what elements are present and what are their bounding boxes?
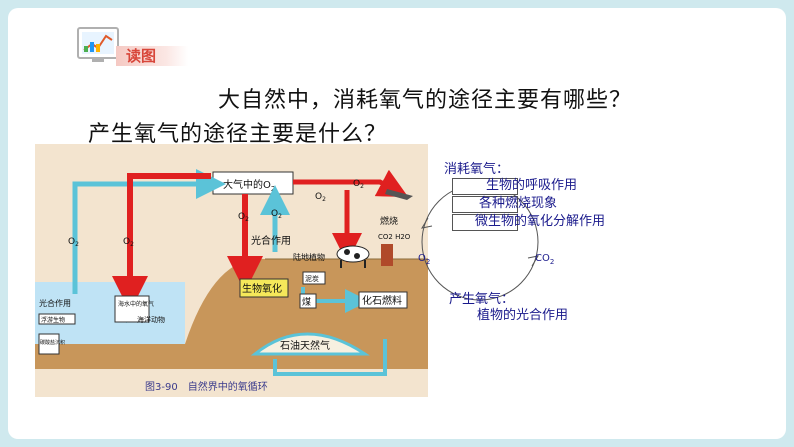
svg-text:光合作用: 光合作用 [39, 298, 71, 308]
blank-box-2 [452, 196, 518, 213]
consume-item-2: 各种燃烧现象 [479, 196, 558, 211]
oxygen-cycle-figure: 大气中的O2 O2 O2 O2 O2 O2 O2 光合作用 生物氧化 陆地植物 … [35, 144, 428, 397]
biological-oxidation-label: 生物氧化 [242, 282, 282, 295]
read-figure-badge: 读图 [76, 26, 188, 68]
svg-text:O2: O2 [238, 212, 249, 223]
chart-monitor-icon [77, 27, 119, 62]
combustion-arrow [293, 169, 409, 198]
badge-label: 读图 [126, 47, 157, 65]
svg-text:海洋动物: 海洋动物 [137, 315, 165, 324]
oil-gas-dome [250, 332, 370, 356]
sea-oxygen-arrow [112, 173, 211, 312]
blank-box-1 [452, 178, 518, 195]
airplane-icon [385, 189, 413, 200]
coal-label: 煤 [302, 296, 311, 308]
svg-text:泥炭: 泥炭 [305, 275, 319, 283]
svg-text:O2: O2 [123, 237, 134, 248]
svg-text:O2: O2 [271, 209, 282, 220]
produce-title: 产生氧气： [449, 292, 515, 307]
svg-text:O2: O2 [353, 179, 364, 190]
cow-icon [336, 245, 370, 268]
consume-item-3: 微生物的氧化分解作用 [475, 214, 606, 229]
oil-gas-label: 石油天然气 [280, 339, 330, 352]
cycle-co2-node: CO2 [535, 253, 555, 266]
atmosphere-label: 大气中的O [223, 178, 271, 191]
blank-box-3 [452, 214, 518, 231]
svg-text:大气中的O2: 大气中的O2 [223, 178, 275, 193]
svg-text:海水中的氧气: 海水中的氧气 [118, 300, 154, 308]
sea-to-atmosphere-arrow [72, 169, 226, 294]
consume-title: 消耗氧气： [444, 162, 510, 177]
badge-bar [116, 46, 188, 66]
question-line-2: 产生氧气的途径主要是什么？ [88, 122, 388, 147]
cycle-o2-node: O2 [418, 253, 431, 266]
combustion-label: 燃烧 [380, 215, 398, 227]
question-line-1: 大自然中，消耗氧气的途径主要有哪些？ [218, 88, 633, 113]
land-plants-label: 陆地植物 [293, 252, 325, 262]
svg-text:碳酸盐沉积: 碳酸盐沉积 [40, 339, 65, 346]
consume-item-1: 生物的呼吸作用 [486, 178, 578, 193]
produce-item-1: 植物的光合作用 [477, 308, 569, 323]
photosynthesis-label: 光合作用 [251, 234, 291, 247]
figure-caption: 图3-90 自然界中的氧循环 [145, 380, 268, 393]
svg-text:O2: O2 [68, 237, 79, 248]
svg-text:CO2 H2O: CO2 H2O [378, 233, 411, 241]
svg-text:浮游生物: 浮游生物 [41, 316, 65, 324]
fossil-fuel-label: 化石燃料 [362, 294, 402, 307]
slide: 读图 大自然中，消耗氧气的途径主要有哪些？ 产生氧气的途径主要是什么？ 大气中的… [8, 8, 786, 439]
chimney-icon [381, 244, 393, 266]
svg-text:O2: O2 [315, 192, 326, 203]
